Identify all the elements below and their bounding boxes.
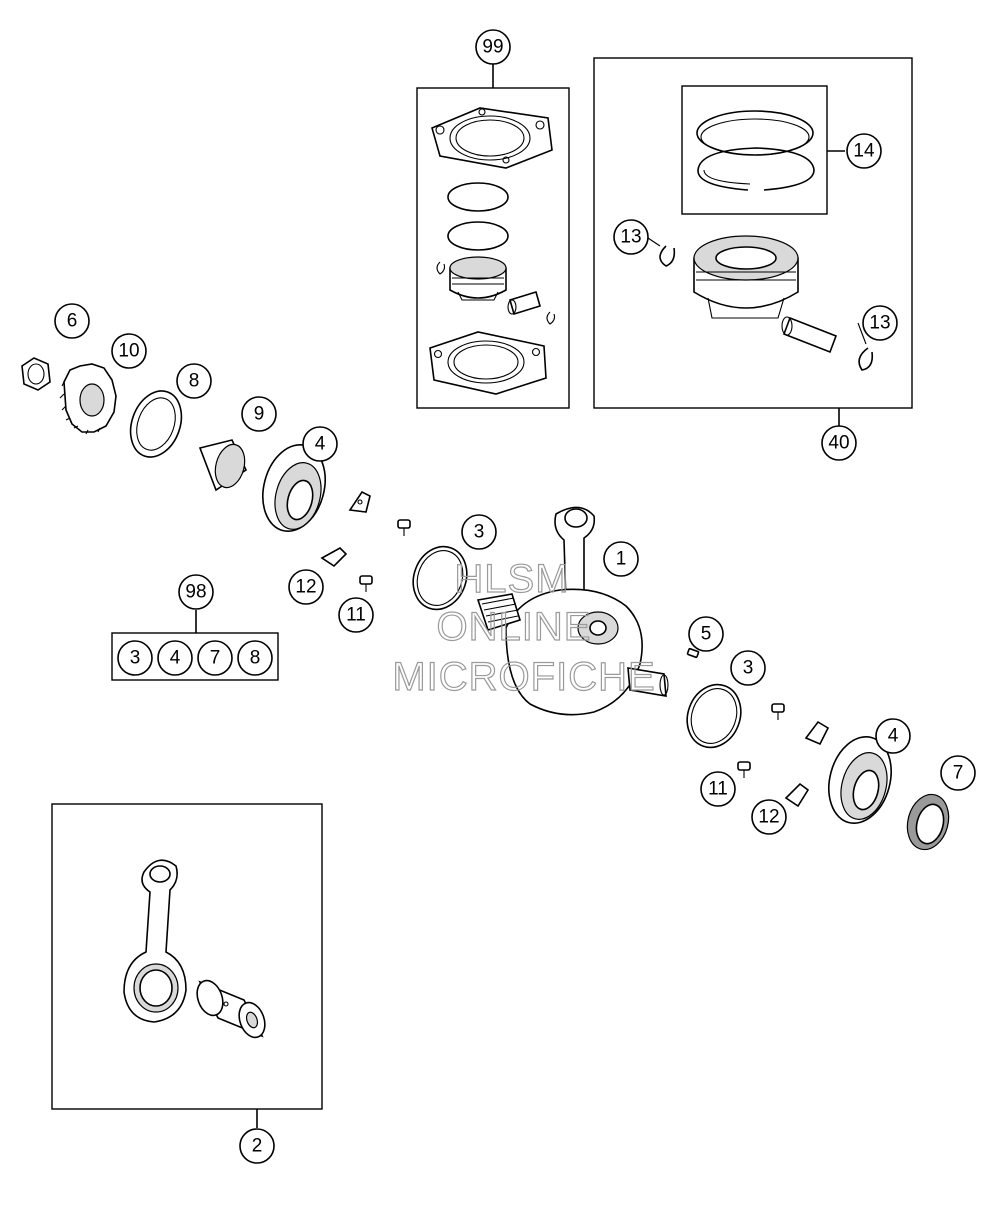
svg-text:13: 13 — [620, 227, 641, 248]
ball-bearing-4-right — [828, 735, 892, 825]
kit-40-frame — [593, 57, 913, 426]
callout-12-left: 12 — [288, 569, 324, 605]
callout-12-right: 12 — [751, 799, 787, 835]
retainer-plate-left-lower — [320, 547, 348, 568]
callout-8: 8 — [176, 363, 212, 399]
seal-ring-8 — [129, 390, 183, 458]
watermark-line-2: ONLINE — [437, 605, 592, 649]
watermark-line-1: HLSM — [454, 557, 569, 601]
svg-text:13: 13 — [869, 313, 890, 334]
screw-left-lower — [359, 575, 373, 592]
svg-text:8: 8 — [250, 648, 261, 669]
kit-99-piston-pin — [507, 290, 541, 316]
callout-9: 9 — [241, 396, 277, 432]
kit-98-frame — [111, 610, 279, 681]
screw-left-upper — [397, 519, 411, 536]
woodruff-key-5 — [686, 647, 700, 659]
callout-4-left: 4 — [302, 426, 338, 462]
svg-text:12: 12 — [295, 577, 316, 598]
svg-text:3: 3 — [130, 648, 141, 669]
spacer-bushing-9 — [198, 439, 248, 492]
callout-98-item-8: 8 — [237, 640, 273, 676]
large-piston-pin — [781, 316, 838, 354]
callout-3-left: 3 — [461, 514, 497, 550]
shaft-seal-7 — [906, 793, 950, 851]
callout-13-right: 13 — [862, 305, 898, 341]
kit-99-frame — [416, 64, 570, 409]
crank-pin — [196, 979, 266, 1039]
leader-lines — [647, 237, 867, 345]
svg-text:4: 4 — [315, 434, 326, 455]
svg-text:4: 4 — [888, 726, 899, 747]
svg-text:98: 98 — [185, 582, 206, 603]
piston-ring-set — [696, 110, 815, 191]
screw-right-upper — [771, 703, 785, 720]
callout-11-right: 11 — [700, 771, 736, 807]
kit-99-base-gasket — [429, 331, 547, 395]
connecting-rod — [123, 859, 187, 1023]
svg-text:5: 5 — [701, 624, 712, 645]
svg-text:8: 8 — [189, 371, 200, 392]
large-circlips — [659, 245, 874, 371]
o-ring-3-left — [412, 545, 468, 611]
callout-3-right: 3 — [730, 650, 766, 686]
kit-99-piston — [449, 256, 507, 301]
callout-4-right: 4 — [875, 718, 911, 754]
large-piston — [693, 235, 799, 319]
svg-text:11: 11 — [708, 779, 728, 800]
callout-7: 7 — [940, 755, 976, 791]
svg-text:14: 14 — [853, 141, 875, 162]
svg-text:11: 11 — [346, 605, 366, 626]
svg-text:9: 9 — [254, 404, 265, 425]
retainer-plate-right-upper — [804, 720, 830, 746]
kit-99-circlips — [436, 261, 556, 325]
callout-14: 14 — [846, 133, 882, 169]
callout-99: 99 — [475, 29, 511, 65]
svg-text:40: 40 — [828, 433, 849, 454]
svg-text:7: 7 — [953, 763, 964, 784]
callout-98: 98 — [178, 574, 214, 610]
retainer-plate-right-lower — [784, 782, 810, 808]
ring-set-frame — [681, 85, 845, 215]
callout-1: 1 — [603, 541, 639, 577]
retainer-plate-left-upper — [348, 490, 371, 513]
svg-text:3: 3 — [743, 658, 754, 679]
svg-text:10: 10 — [118, 341, 139, 362]
callout-98-item-3: 3 — [117, 640, 153, 676]
screw-right-lower — [737, 761, 751, 778]
svg-text:99: 99 — [482, 37, 503, 58]
callout-10: 10 — [111, 333, 147, 369]
svg-text:12: 12 — [758, 807, 779, 828]
kit-99-piston-rings — [447, 182, 509, 251]
kit-2-frame — [51, 803, 323, 1128]
callout-2: 2 — [239, 1128, 275, 1164]
kit-99-top-gasket — [431, 107, 553, 169]
svg-text:1: 1 — [616, 549, 627, 570]
svg-text:7: 7 — [210, 648, 221, 669]
callout-40: 40 — [821, 425, 857, 461]
ball-bearing-4-left — [262, 443, 326, 533]
watermark-line-3: MICROFICHE — [392, 655, 655, 699]
svg-text:6: 6 — [67, 311, 78, 332]
watermark: HLSM ONLINE MICROFICHE — [392, 556, 656, 699]
o-ring-3-right — [686, 683, 742, 749]
svg-text:2: 2 — [252, 1136, 263, 1157]
svg-text:4: 4 — [170, 648, 181, 669]
callout-98-item-4: 4 — [157, 640, 193, 676]
nut-6 — [21, 357, 51, 391]
callout-13-left: 13 — [613, 219, 649, 255]
callout-5: 5 — [688, 616, 724, 652]
crankshaft-1 — [476, 506, 669, 716]
callout-98-item-7: 7 — [197, 640, 233, 676]
callout-6: 6 — [54, 303, 90, 339]
callout-11-left: 11 — [338, 597, 374, 633]
gear-10 — [59, 363, 117, 435]
svg-text:3: 3 — [474, 522, 485, 543]
